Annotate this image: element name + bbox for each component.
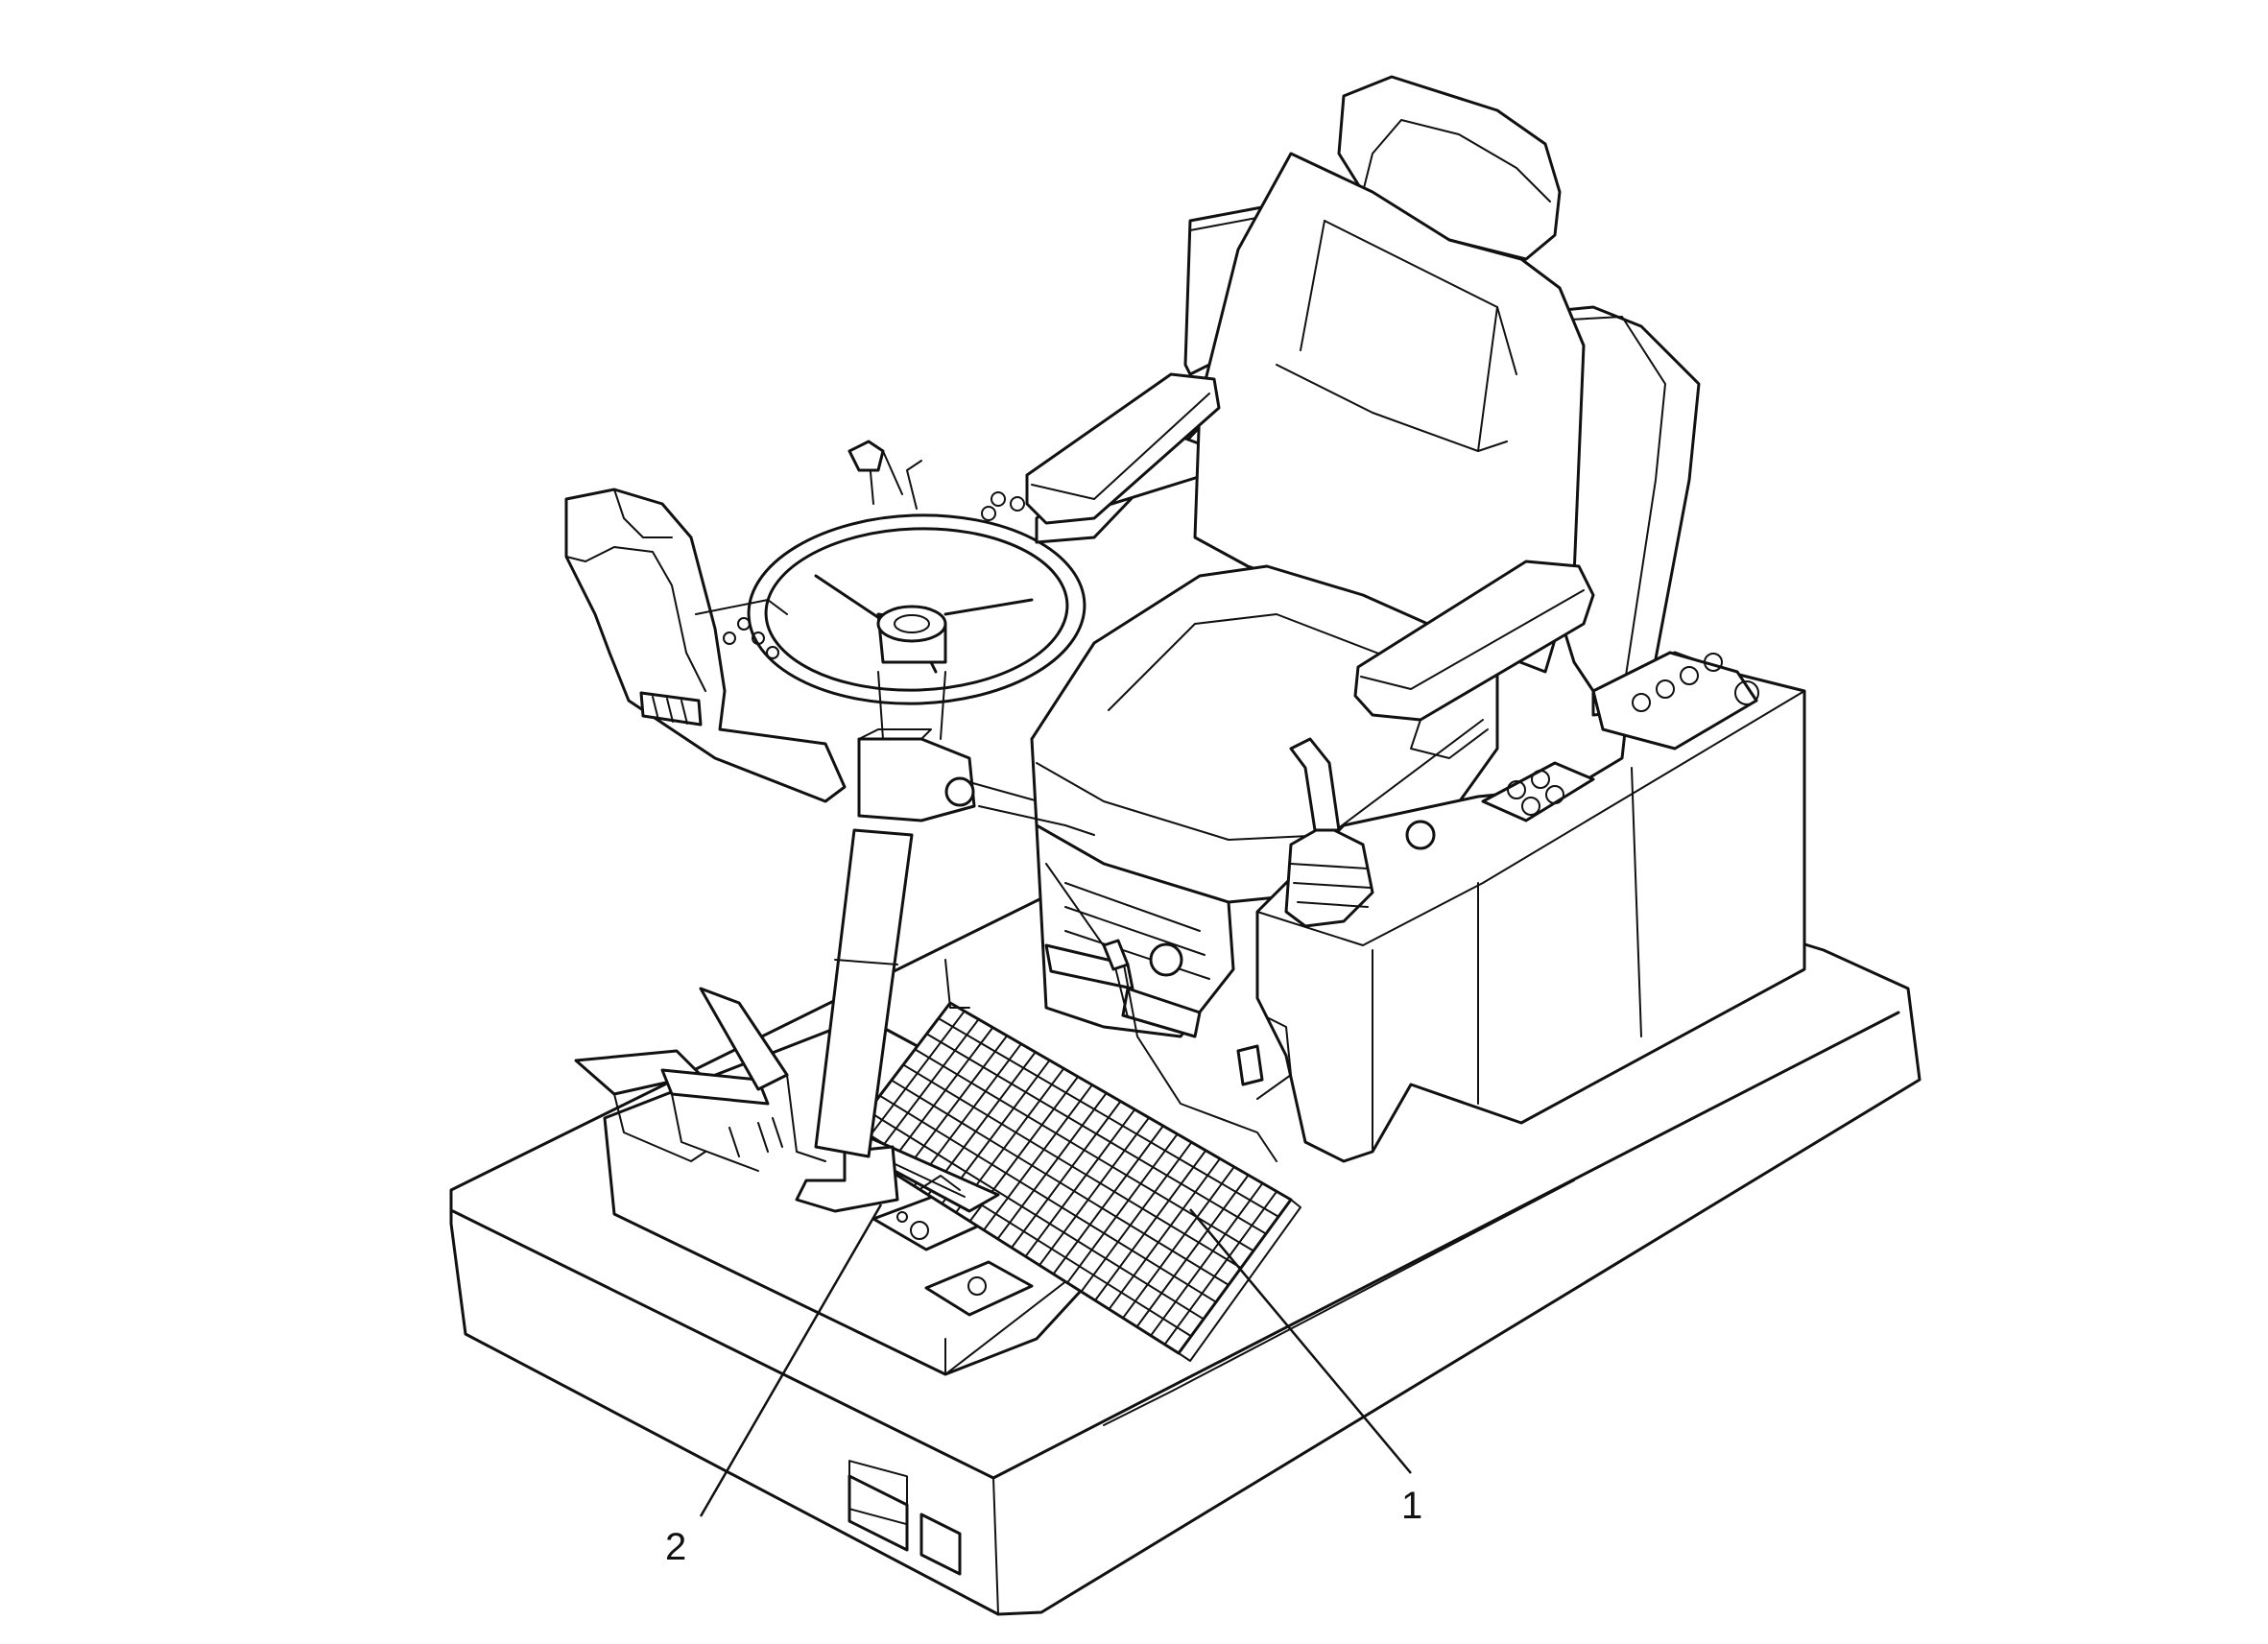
left-console [564,488,847,803]
grating-bar [857,1010,966,1153]
grating-bar [1150,1181,1264,1337]
callouts: 1 2 [665,1203,1422,1568]
leader-line-1 [1189,1208,1412,1474]
grating-bar [1024,1108,1136,1258]
grating-bar [1135,1174,1250,1328]
callout-1: 1 [1401,1485,1422,1527]
grating-bar [996,1091,1108,1240]
pedals [574,987,826,1172]
grating-bar [913,1042,1022,1187]
grating-bar [1011,1100,1122,1249]
grating-bar [871,1018,980,1161]
grating-bar [983,1084,1093,1231]
grating-bar [1052,1125,1164,1275]
grating-bar [1108,1157,1222,1311]
grating-bar [1122,1165,1235,1320]
grating-bar [1163,1190,1278,1346]
floor-grating [843,1001,1301,1362]
grating-bar [899,1035,1009,1179]
grating-bar [1066,1132,1179,1284]
lever-linkage [944,805,1183,1018]
grating-bar [1039,1116,1151,1267]
right-console [1122,651,1806,1163]
steering-wheel [747,513,1086,740]
grating-bar [885,1026,994,1170]
leader-line-2 [699,1203,883,1517]
grating-bar [1094,1149,1207,1301]
grating-bar [1080,1141,1193,1293]
callout-2: 2 [665,1526,686,1568]
grating-grid [855,1010,1279,1346]
